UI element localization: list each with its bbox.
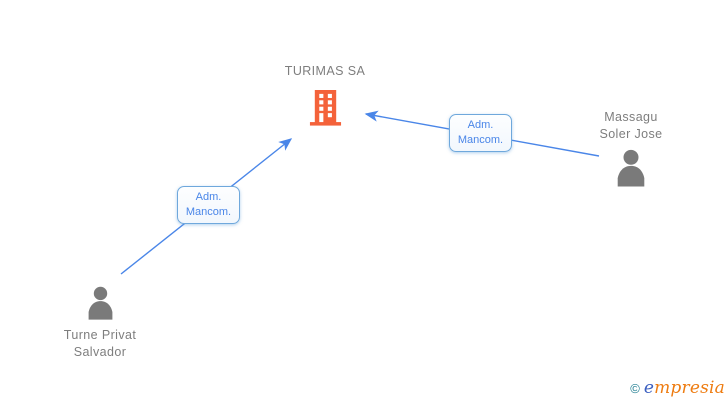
person-node-turne[interactable]: Turne Privat Salvador [41,286,159,361]
relationship-label-massagu[interactable]: Adm. Mancom. [449,114,512,152]
company-name: TURIMAS SA [284,64,366,78]
relationship-label-turne[interactable]: Adm. Mancom. [177,186,240,224]
person-name: Turne Privat Salvador [63,328,137,359]
person-node-massagu[interactable]: Massagu Soler Jose [572,109,690,187]
company-node-turimas[interactable]: TURIMAS SA [255,63,395,127]
empresia-logo[interactable]: © empresia [630,378,725,398]
empresia-wordmark: empresia [643,378,725,398]
building-icon [308,88,343,127]
person-icon [614,149,648,187]
person-name: Massagu Soler Jose [599,110,663,141]
copyright-icon: © [630,381,640,396]
person-icon [85,286,116,320]
